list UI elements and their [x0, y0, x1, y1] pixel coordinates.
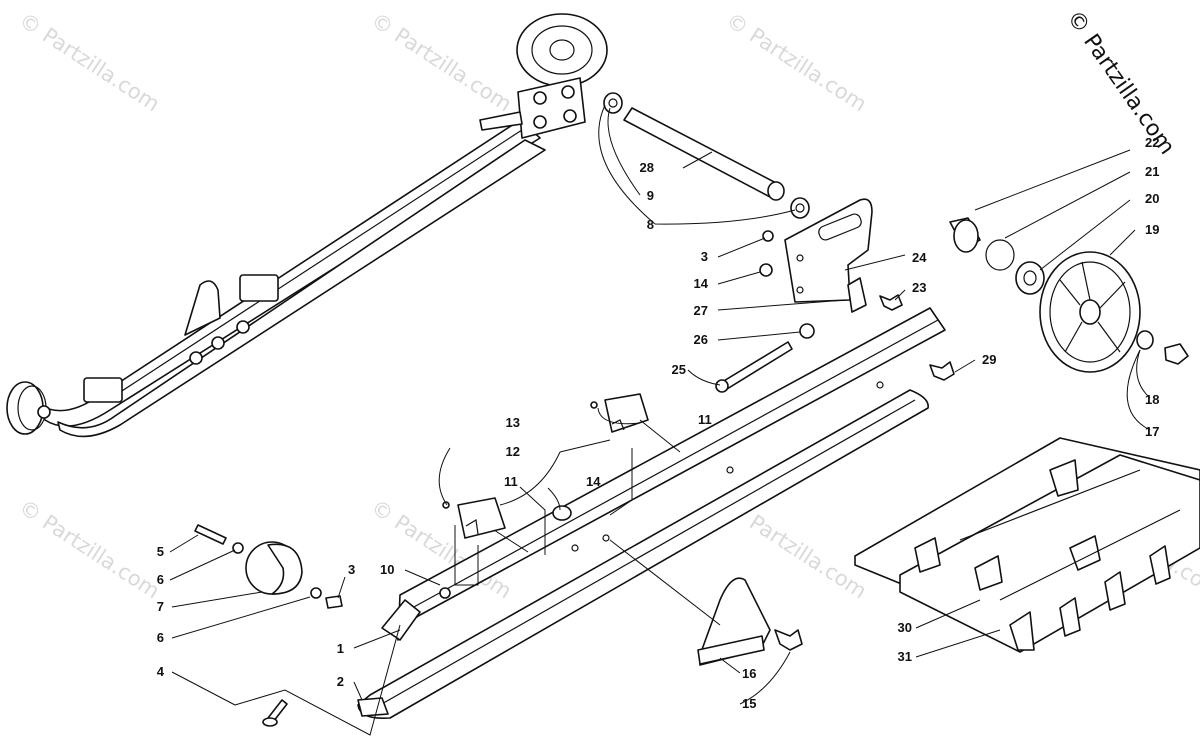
callout-24: 24: [912, 250, 927, 265]
callout-17: 17: [1145, 424, 1159, 439]
callout-6-upper: 6: [157, 572, 164, 587]
callout-20: 20: [1145, 191, 1159, 206]
callout-13: 13: [506, 415, 520, 430]
track-section: [854, 437, 1200, 653]
callout-5: 5: [157, 544, 164, 559]
callout-29: 29: [982, 352, 996, 367]
callout-7: 7: [157, 599, 164, 614]
callout-labels: 1 2 3 3 4 5 6 6 7 8 9 10 11 11 12 13 14 …: [157, 135, 1160, 711]
callout-26: 26: [694, 332, 708, 347]
rear-wheel-assembly: [194, 524, 343, 609]
rail-bracket: [697, 577, 803, 666]
callout-21: 21: [1145, 164, 1159, 179]
callout-22: 22: [1145, 135, 1159, 150]
left-slide-rail: [6, 13, 608, 438]
callout-18: 18: [1145, 392, 1159, 407]
callout-27: 27: [694, 303, 708, 318]
callout-28: 28: [640, 160, 654, 175]
leader-lines: [169, 104, 1151, 736]
callout-4: 4: [157, 664, 165, 679]
screw: [262, 699, 288, 727]
callout-31: 31: [898, 649, 912, 664]
callout-30: 30: [898, 620, 912, 635]
callout-14-upper: 14: [694, 276, 709, 291]
callout-3-lower: 3: [348, 562, 355, 577]
callout-16: 16: [742, 666, 756, 681]
callout-15: 15: [742, 696, 756, 711]
shaft-assembly: [603, 92, 810, 219]
callout-3-upper: 3: [701, 249, 708, 264]
callout-1: 1: [337, 641, 344, 656]
pivot-bracket: [759, 198, 873, 313]
callout-25: 25: [672, 362, 686, 377]
rail-blocks: [439, 393, 681, 599]
idler-wheel-assembly: [949, 217, 1189, 373]
callout-2: 2: [337, 674, 344, 689]
callout-11-upper: 11: [698, 412, 712, 427]
callout-9: 9: [647, 188, 654, 203]
callout-14-lower: 14: [586, 474, 601, 489]
callout-11-lower: 11: [504, 474, 518, 489]
callout-10: 10: [380, 562, 394, 577]
callout-23: 23: [912, 280, 926, 295]
right-slide-rail: [357, 307, 946, 720]
callout-8: 8: [647, 217, 654, 232]
callout-12: 12: [506, 444, 520, 459]
callout-19: 19: [1145, 222, 1159, 237]
callout-6-lower: 6: [157, 630, 164, 645]
